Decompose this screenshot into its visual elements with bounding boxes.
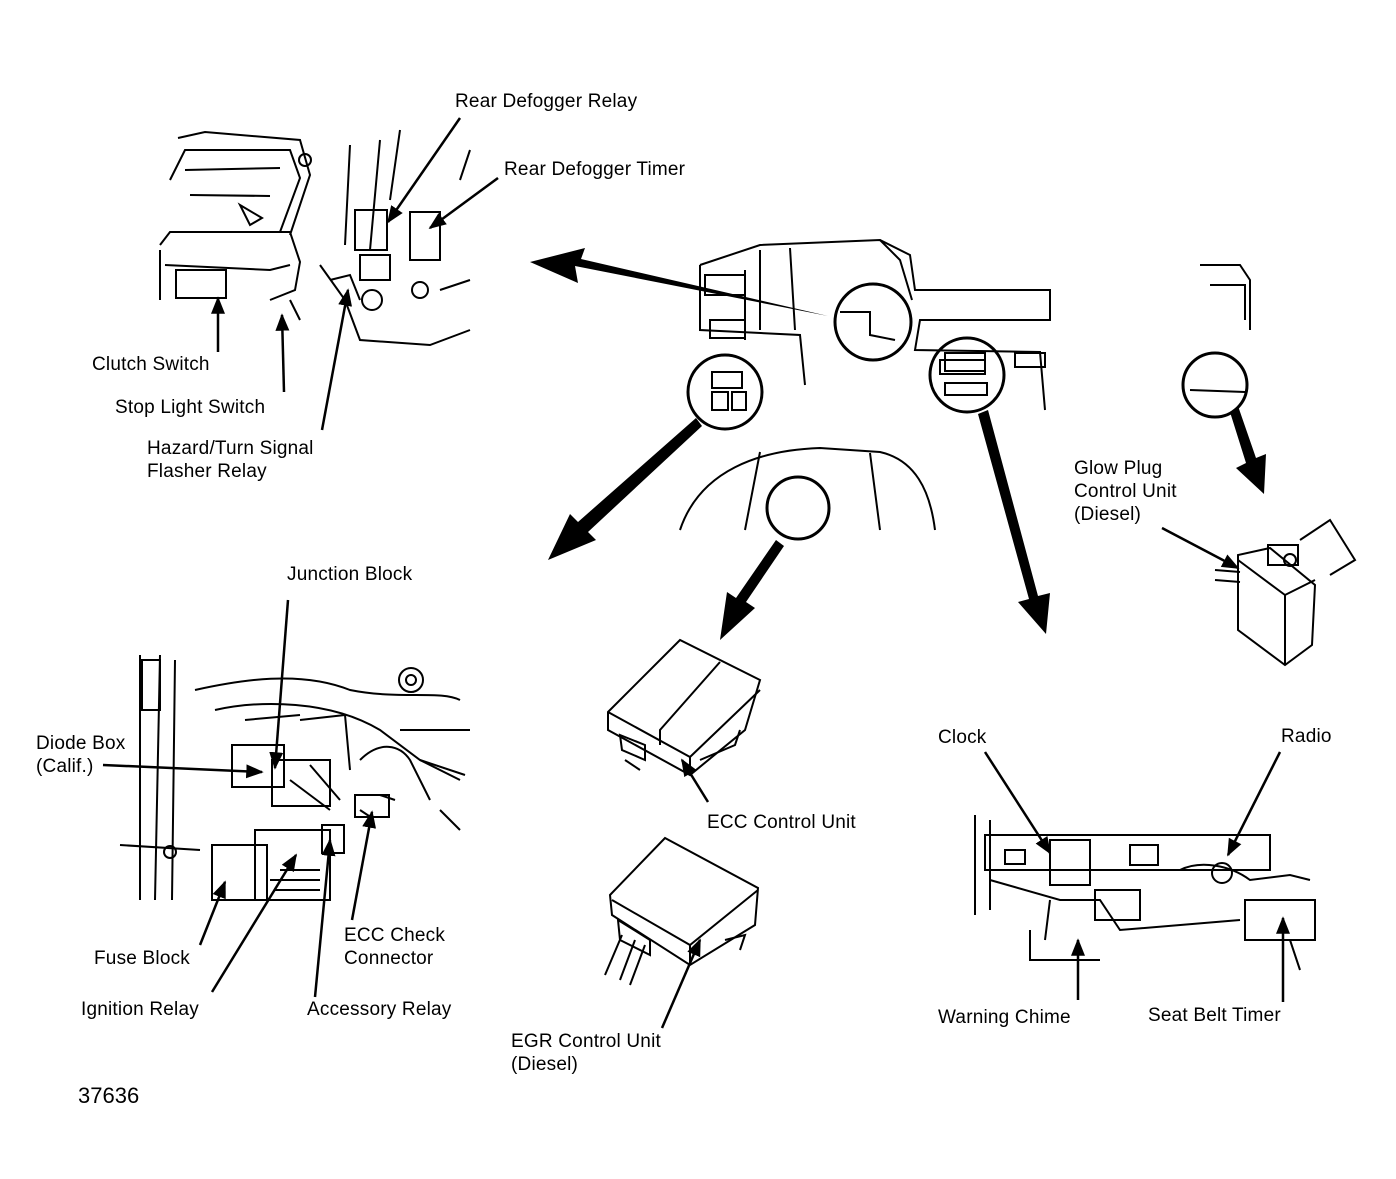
label-rear-defogger-timer: Rear Defogger Timer bbox=[504, 159, 686, 180]
leader-lines bbox=[102, 117, 1290, 1029]
label-stop-light-switch: Stop Light Switch bbox=[115, 397, 266, 418]
detail-defogger-area bbox=[159, 129, 471, 347]
label-line: (Calif.) bbox=[36, 756, 94, 777]
arrow-to-clock-radio bbox=[978, 410, 1050, 634]
label-line: Control Unit bbox=[1074, 481, 1177, 502]
zoom-circle-glow-plug bbox=[1181, 351, 1249, 419]
zoom-circle-junction bbox=[686, 353, 764, 431]
label-rear-defogger-relay: Rear Defogger Relay bbox=[455, 91, 638, 112]
label-hazard-flasher-relay: Hazard/Turn Signal Flasher Relay bbox=[147, 437, 314, 483]
label-line: (Diesel) bbox=[1074, 504, 1142, 525]
figure-number: 37636 bbox=[78, 1083, 140, 1108]
label-line: ECC Check bbox=[344, 925, 446, 946]
pointer-arrows bbox=[530, 248, 1266, 640]
zoom-circles bbox=[686, 282, 1249, 541]
label-line: Hazard/Turn Signal bbox=[147, 438, 314, 459]
label-line: Glow Plug bbox=[1074, 458, 1163, 479]
label-diode-box: Diode Box (Calif.) bbox=[36, 732, 125, 778]
arrow-to-defogger bbox=[530, 248, 828, 316]
label-fuse-block: Fuse Block bbox=[94, 948, 190, 969]
ecc-control-unit-drawing bbox=[607, 638, 762, 777]
label-glow-plug-control-unit: Glow Plug Control Unit (Diesel) bbox=[1074, 457, 1177, 526]
label-accessory-relay: Accessory Relay bbox=[307, 999, 452, 1020]
label-egr-control-unit: EGR Control Unit (Diesel) bbox=[511, 1030, 661, 1076]
arrow-to-ecc bbox=[720, 540, 784, 640]
arrow-to-junction bbox=[548, 418, 702, 560]
arrow-to-glow-plug bbox=[1230, 406, 1266, 494]
label-ecc-check-connector: ECC Check Connector bbox=[344, 924, 445, 970]
label-ignition-relay: Ignition Relay bbox=[81, 999, 199, 1020]
dashboard-overview bbox=[699, 238, 1251, 411]
label-warning-chime: Warning Chime bbox=[938, 1007, 1071, 1028]
zoom-circle-ecc bbox=[765, 475, 831, 541]
label-line: EGR Control Unit bbox=[511, 1031, 661, 1052]
label-junction-block: Junction Block bbox=[287, 564, 413, 585]
label-seat-belt-timer: Seat Belt Timer bbox=[1148, 1005, 1281, 1026]
label-line: Connector bbox=[344, 948, 434, 969]
zoom-circle-defogger bbox=[833, 282, 913, 362]
zoom-circle-clock-radio bbox=[928, 336, 1006, 414]
label-ecc-control-unit: ECC Control Unit bbox=[707, 812, 856, 833]
egr-control-unit-drawing bbox=[604, 836, 760, 986]
label-clock: Clock bbox=[938, 727, 987, 748]
label-line: Diode Box bbox=[36, 733, 126, 754]
label-clutch-switch: Clutch Switch bbox=[92, 354, 210, 375]
label-line: (Diesel) bbox=[511, 1054, 579, 1075]
label-line: Flasher Relay bbox=[147, 461, 267, 482]
detail-junction-area bbox=[119, 654, 470, 901]
detail-clock-radio-area bbox=[974, 815, 1316, 971]
glow-plug-unit-drawing bbox=[1214, 518, 1357, 667]
label-radio: Radio bbox=[1281, 726, 1332, 747]
